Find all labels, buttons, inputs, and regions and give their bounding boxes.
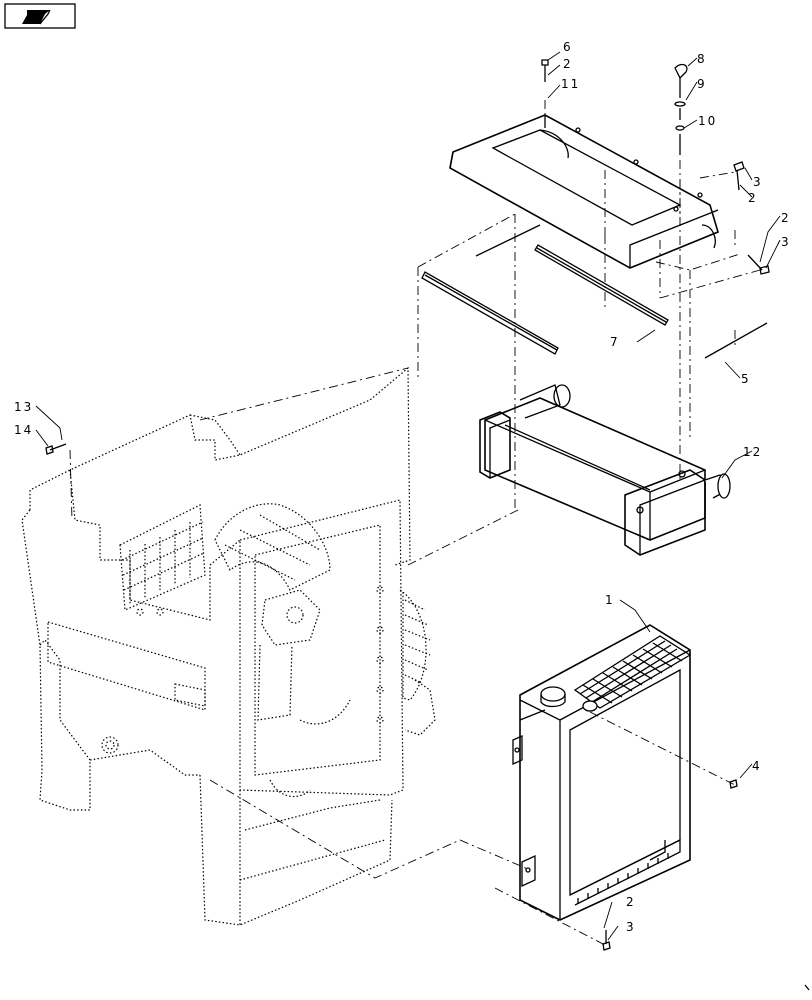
callout-2c: 2 <box>781 211 791 225</box>
next-page-arrow-icon[interactable] <box>4 3 76 29</box>
callout-2d: 2 <box>626 895 636 909</box>
callout-5: 5 <box>741 372 751 386</box>
callout-3a: 3 <box>753 175 763 189</box>
callout-3c: 3 <box>626 920 636 934</box>
callout-labels: 1 2 2 2 2 3 3 3 4 5 6 7 8 9 10 11 12 13 … <box>14 40 791 934</box>
callout-11: 11 <box>561 77 580 91</box>
chassis-frame <box>21 366 436 926</box>
fasteners <box>45 59 810 991</box>
callout-2b: 2 <box>748 191 758 205</box>
callout-7: 7 <box>610 335 620 349</box>
callout-6: 6 <box>563 40 573 54</box>
callout-14: 14 <box>14 423 33 437</box>
assembly-lines <box>69 100 761 946</box>
cover-bracket <box>449 114 719 269</box>
callout-2a: 2 <box>563 57 573 71</box>
intercooler-core <box>479 384 731 556</box>
callout-3b: 3 <box>781 235 791 249</box>
callout-9: 9 <box>697 77 707 91</box>
leader-lines <box>35 51 781 941</box>
callout-1: 1 <box>605 593 615 607</box>
callout-10: 10 <box>698 114 717 128</box>
callout-8: 8 <box>697 52 707 66</box>
callout-13: 13 <box>14 400 33 414</box>
seal-strips <box>421 224 768 359</box>
callout-4: 4 <box>752 759 762 773</box>
callout-12: 12 <box>743 445 762 459</box>
radiator <box>512 624 692 921</box>
